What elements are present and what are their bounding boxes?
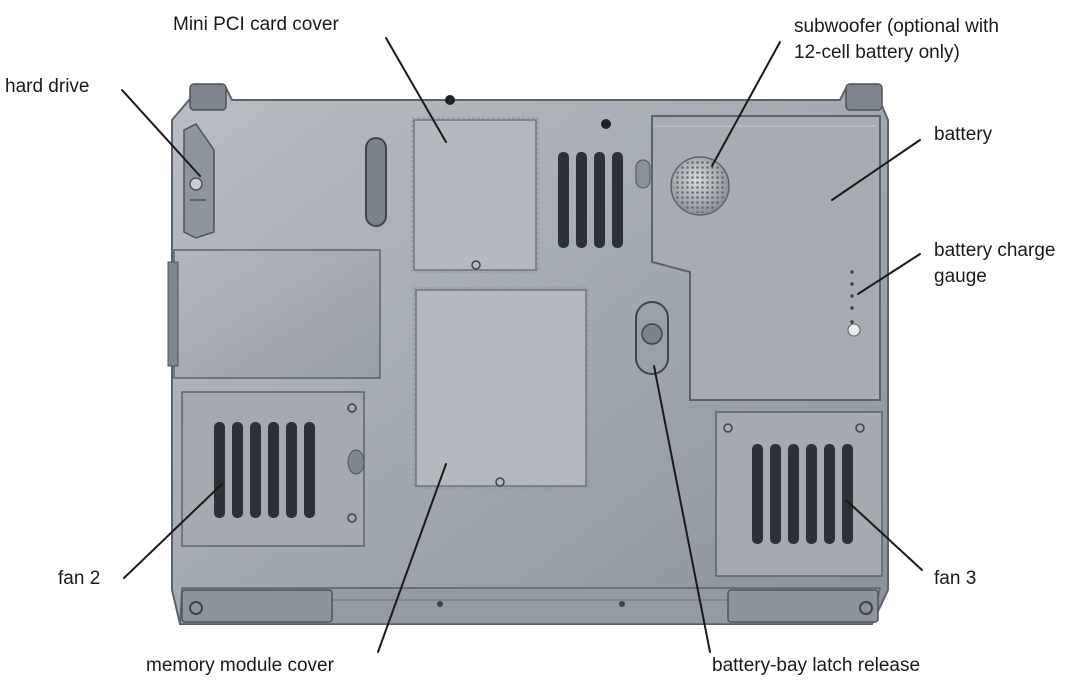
leader-line-fan-2 <box>123 483 223 579</box>
center-vents <box>558 152 623 248</box>
battery-bay-latch <box>635 301 669 375</box>
leader-line-charge-gauge <box>857 253 921 295</box>
label-mini-pci-card-cover: Mini PCI card cover <box>173 14 339 35</box>
battery-charge-gauge <box>847 270 861 337</box>
leader-line-memory <box>377 463 447 653</box>
mini-pci-card-cover <box>411 117 539 273</box>
label-battery-bay-latch-release: battery-bay latch release <box>712 655 921 676</box>
label-hard-drive: hard drive <box>5 76 90 97</box>
subwoofer-speaker <box>670 156 730 216</box>
label-fan-3: fan 3 <box>934 568 977 589</box>
left-module-panel <box>167 249 381 379</box>
rubber-foot <box>365 137 387 227</box>
memory-module-cover <box>413 287 589 489</box>
leader-line-latch <box>653 365 711 653</box>
label-memory-module-cover: memory module cover <box>146 655 334 676</box>
leader-line-hard-drive <box>121 89 201 177</box>
leader-line-subwoofer <box>711 41 781 167</box>
hard-drive-bay <box>183 123 215 239</box>
label-subwoofer-line2: 12-cell battery only) <box>794 42 960 63</box>
leader-line-battery <box>831 139 921 201</box>
label-battery-charge-gauge-line1: battery charge <box>934 240 1056 261</box>
fan-2-cover <box>181 391 365 547</box>
fan-3-cover <box>715 411 883 577</box>
label-subwoofer-line1: subwoofer (optional with <box>794 16 999 37</box>
leader-line-mini-pci <box>385 37 447 143</box>
leader-line-fan-3 <box>845 499 923 571</box>
label-battery-charge-gauge-line2: gauge <box>934 266 987 287</box>
label-battery: battery <box>934 124 993 145</box>
label-fan-2: fan 2 <box>58 568 101 589</box>
